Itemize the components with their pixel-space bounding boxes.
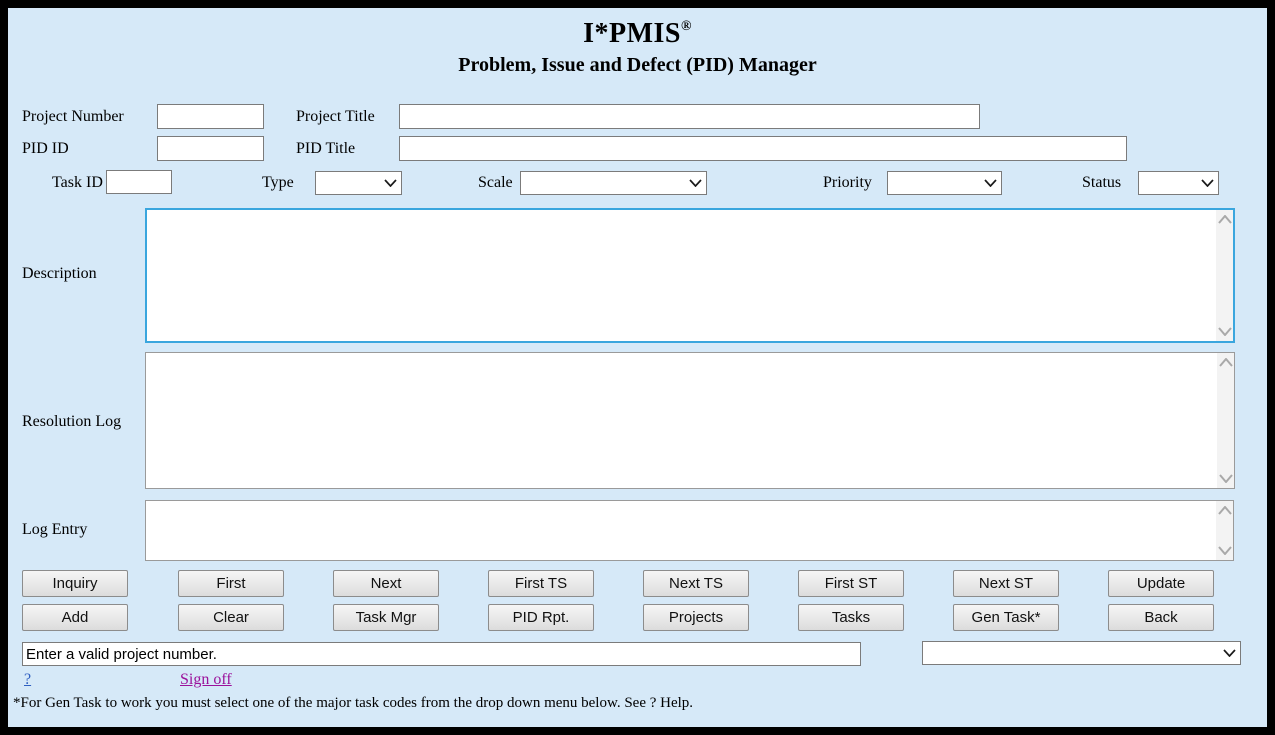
project-title-label: Project Title bbox=[296, 108, 375, 125]
task-mgr-button[interactable]: Task Mgr bbox=[333, 604, 439, 631]
inquiry-button[interactable]: Inquiry bbox=[22, 570, 128, 597]
app-title-text: I*PMIS bbox=[583, 18, 681, 49]
resolution-log-label: Resolution Log bbox=[22, 413, 122, 430]
tasks-button[interactable]: Tasks bbox=[798, 604, 904, 631]
scale-select[interactable] bbox=[520, 171, 707, 195]
resolution-log-textarea[interactable] bbox=[146, 353, 1217, 488]
type-select[interactable] bbox=[315, 171, 402, 195]
status-label: Status bbox=[1082, 174, 1122, 191]
next-ts-button[interactable]: Next TS bbox=[643, 570, 749, 597]
first-st-button[interactable]: First ST bbox=[798, 570, 904, 597]
log-entry-field-frame bbox=[145, 500, 1234, 561]
pid-title-input[interactable] bbox=[399, 136, 1127, 161]
page-header: I*PMIS® Problem, Issue and Defect (PID) … bbox=[8, 18, 1267, 77]
priority-select[interactable] bbox=[887, 171, 1002, 195]
resolution-log-field-frame bbox=[145, 352, 1235, 489]
description-label: Description bbox=[22, 265, 97, 282]
priority-label: Priority bbox=[823, 174, 872, 191]
page-title: Problem, Issue and Defect (PID) Manager bbox=[458, 54, 817, 76]
scrollbar[interactable] bbox=[1216, 210, 1233, 341]
log-entry-label: Log Entry bbox=[22, 521, 88, 538]
gen-task-button[interactable]: Gen Task* bbox=[953, 604, 1059, 631]
pid-rpt-button[interactable]: PID Rpt. bbox=[488, 604, 594, 631]
pid-manager-window: I*PMIS® Problem, Issue and Defect (PID) … bbox=[8, 8, 1267, 727]
scale-label: Scale bbox=[478, 174, 513, 191]
scroll-down-icon[interactable] bbox=[1217, 327, 1232, 337]
add-button[interactable]: Add bbox=[22, 604, 128, 631]
scroll-down-icon[interactable] bbox=[1218, 474, 1233, 484]
scroll-up-icon[interactable] bbox=[1218, 357, 1233, 367]
next-button[interactable]: Next bbox=[333, 570, 439, 597]
update-button[interactable]: Update bbox=[1108, 570, 1214, 597]
help-link[interactable]: ? bbox=[24, 671, 32, 688]
scroll-down-icon[interactable] bbox=[1217, 546, 1232, 556]
registered-trademark: ® bbox=[680, 18, 692, 34]
status-message-input[interactable] bbox=[22, 642, 861, 666]
project-number-label: Project Number bbox=[22, 108, 124, 125]
first-ts-button[interactable]: First TS bbox=[488, 570, 594, 597]
project-title-input[interactable] bbox=[399, 104, 980, 129]
scrollbar[interactable] bbox=[1216, 501, 1233, 560]
projects-button[interactable]: Projects bbox=[643, 604, 749, 631]
gen-task-footnote: *For Gen Task to work you must select on… bbox=[13, 695, 694, 711]
pid-id-input[interactable] bbox=[157, 136, 264, 161]
task-id-label: Task ID bbox=[52, 174, 103, 191]
pid-id-label: PID ID bbox=[22, 140, 69, 157]
scroll-up-icon[interactable] bbox=[1217, 214, 1232, 224]
type-label: Type bbox=[262, 174, 294, 191]
clear-button[interactable]: Clear bbox=[178, 604, 284, 631]
back-button[interactable]: Back bbox=[1108, 604, 1214, 631]
log-entry-textarea[interactable] bbox=[146, 501, 1216, 560]
project-number-input[interactable] bbox=[157, 104, 264, 129]
status-select[interactable] bbox=[1138, 171, 1219, 195]
next-st-button[interactable]: Next ST bbox=[953, 570, 1059, 597]
task-id-input[interactable] bbox=[106, 170, 172, 194]
app-title: I*PMIS® bbox=[8, 18, 1267, 50]
pid-title-label: PID Title bbox=[296, 140, 356, 157]
sign-off-link[interactable]: Sign off bbox=[180, 671, 232, 688]
first-button[interactable]: First bbox=[178, 570, 284, 597]
scroll-up-icon[interactable] bbox=[1217, 505, 1232, 515]
task-code-select[interactable] bbox=[922, 641, 1241, 665]
description-textarea[interactable] bbox=[147, 210, 1216, 341]
scrollbar[interactable] bbox=[1217, 353, 1234, 488]
description-field-frame bbox=[145, 208, 1235, 343]
